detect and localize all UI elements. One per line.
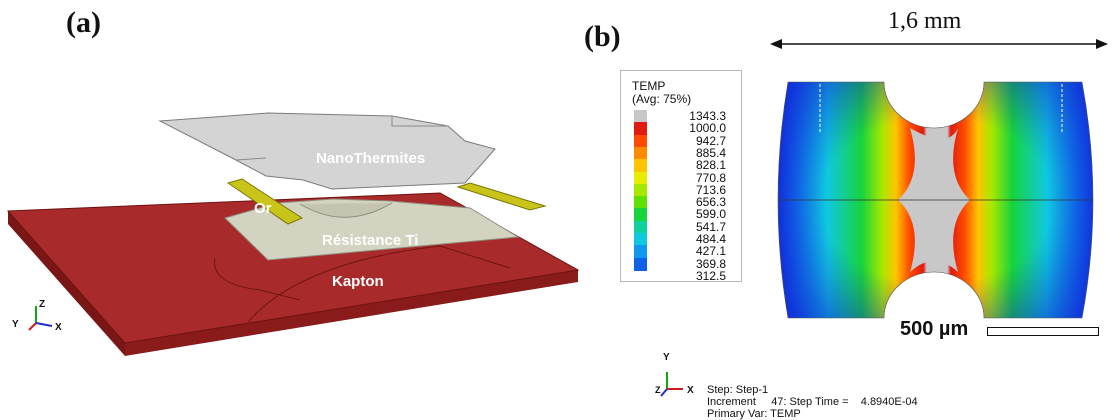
status-step: Step: Step-1: [707, 384, 769, 396]
legend-row: 369.8: [634, 256, 734, 271]
legend-swatch: [634, 159, 647, 173]
triad-z-label: Z: [39, 299, 45, 310]
legend-row: 541.7: [634, 219, 734, 234]
dimension-label: 1,6 mm: [888, 8, 962, 34]
scale-bar: [987, 327, 1099, 336]
legend-title-avg: (Avg: 75%): [632, 92, 692, 106]
gold-pad-left: [226, 178, 304, 225]
nanothermites-layer: [158, 112, 496, 190]
axis-triad-a: Z X Y: [12, 299, 62, 333]
legend-row: 713.6: [634, 182, 734, 197]
legend-row: 885.4: [634, 145, 734, 160]
nanothermites-edges: [235, 116, 448, 161]
legend-swatch: [634, 183, 647, 197]
status-primary-var: Primary Var: TEMP: [707, 408, 801, 420]
kapton-label: Kapton: [332, 273, 384, 290]
triad-x-label: X: [55, 322, 62, 333]
scale-bar-label: 500 µm: [900, 318, 969, 340]
legend-swatch: [634, 233, 647, 246]
substrate-front-face: [125, 270, 578, 356]
legend-value: 942.7: [695, 133, 726, 148]
triad-b-z-label: Z: [655, 385, 661, 395]
legend-row: 942.7: [634, 133, 734, 148]
legend-row: 1000.0: [634, 121, 734, 136]
heater-outline: [777, 81, 1094, 319]
legend-row: 656.3: [634, 195, 734, 210]
temperature-contour-plot: [778, 82, 1093, 318]
triad-b-x-label: X: [687, 385, 694, 396]
legend-swatch: [634, 208, 647, 222]
legend-value: 484.4: [695, 232, 726, 246]
legend-swatch: [634, 257, 647, 271]
legend-value: 656.3: [695, 195, 726, 210]
legend-row: 599.0: [634, 207, 734, 222]
legend-swatch: [634, 245, 647, 259]
legend-value: 885.4: [695, 145, 726, 160]
axis-triad-b: Y X Z: [655, 352, 694, 397]
legend-value: 369.8: [695, 256, 726, 271]
legend-row: 828.1: [634, 158, 734, 173]
legend-swatch: [634, 134, 647, 148]
legend-value: 541.7: [695, 219, 726, 234]
legend-swatch: [634, 220, 647, 234]
gold-pad-right: [456, 182, 547, 211]
legend-row: 484.4: [634, 233, 734, 246]
legend-swatch: [634, 122, 647, 136]
triad-b-y-label: Y: [663, 352, 670, 363]
triad-y-label: Y: [12, 319, 19, 330]
legend-row: 1343.3: [634, 110, 734, 123]
legend-value: 1000.0: [689, 121, 726, 136]
legend-row: 312.5: [634, 268, 734, 283]
legend-title: TEMP (Avg: 75%): [632, 80, 691, 106]
status-increment: Increment 47: Step Time = 4.8940E-04: [707, 396, 918, 408]
dimension-arrow: [770, 39, 1108, 49]
resistance-label: Résistance Ti: [322, 232, 418, 249]
legend-title-var: TEMP: [632, 79, 666, 93]
legend-value: 770.8: [695, 170, 726, 185]
substrate-left-face: [8, 211, 125, 356]
legend-swatch: [634, 146, 647, 160]
legend-swatch: [634, 110, 647, 123]
legend-value: 312.5: [695, 268, 726, 283]
gold-label: Or: [254, 200, 272, 217]
nanothermites-label: NanoThermites: [316, 150, 425, 167]
substrate-outline: [214, 245, 511, 323]
legend-value: 599.0: [695, 207, 726, 222]
legend-swatch: [634, 196, 647, 210]
legend-swatch: [634, 171, 647, 185]
titanium-resistance-layer: [224, 198, 520, 261]
resistance-cutout: [299, 202, 393, 218]
legend-row: 770.8: [634, 170, 734, 185]
panel-b-label: (b): [584, 20, 621, 53]
legend-value: 427.1: [695, 244, 726, 259]
panel-a-label: (a): [66, 6, 101, 39]
legend-value: 1343.3: [689, 109, 726, 123]
legend-value: 713.6: [695, 182, 726, 197]
legend-value: 828.1: [695, 158, 726, 173]
legend-row: 427.1: [634, 244, 734, 259]
